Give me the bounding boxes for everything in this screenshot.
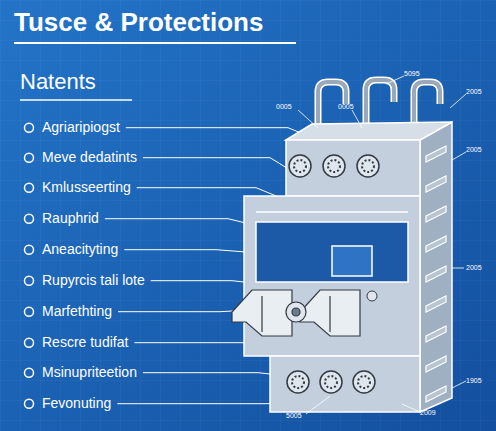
list-item: Msinupriteetion bbox=[42, 365, 137, 380]
terminal bbox=[357, 155, 379, 177]
callout-number: 1905 bbox=[466, 377, 482, 385]
list-item: Agriaripiogst bbox=[42, 120, 120, 135]
list-item: Kmlusseerting bbox=[42, 180, 131, 195]
bullet bbox=[25, 338, 34, 347]
leader-line bbox=[124, 250, 246, 252]
callout-number: 5095 bbox=[404, 70, 420, 78]
list-item: Meve dedatints bbox=[42, 150, 137, 165]
list-item: Rescre tudifat bbox=[42, 335, 128, 350]
side-slot bbox=[426, 236, 446, 252]
title: Tusce & Protections bbox=[14, 8, 263, 37]
bullet bbox=[25, 123, 34, 132]
bullet bbox=[25, 368, 34, 377]
side-slot bbox=[426, 176, 446, 192]
leader-line bbox=[105, 219, 258, 226]
terminal bbox=[323, 155, 345, 177]
side-slot bbox=[426, 146, 446, 162]
bullet bbox=[25, 307, 34, 316]
terminal-screw bbox=[292, 376, 304, 388]
heading-underline bbox=[20, 99, 132, 101]
bullet bbox=[25, 399, 34, 408]
callout-number: 5005 bbox=[286, 412, 302, 420]
terminal-screw bbox=[358, 376, 370, 388]
side-slots bbox=[426, 146, 446, 402]
terminal-screw bbox=[325, 376, 337, 388]
breaker-body bbox=[244, 122, 452, 412]
list-item: Rupyrcis tali lote bbox=[42, 273, 145, 288]
side-slot bbox=[426, 356, 446, 372]
list-item: Fevonuting bbox=[42, 396, 111, 411]
levers bbox=[232, 290, 360, 336]
screw bbox=[367, 291, 377, 301]
bullet bbox=[25, 276, 34, 285]
side-slot bbox=[426, 296, 446, 312]
side-slot bbox=[426, 326, 446, 342]
side-slot bbox=[426, 206, 446, 222]
callout-number: 2005 bbox=[466, 146, 482, 154]
list-item: Marfethting bbox=[42, 304, 112, 319]
terminal-screw bbox=[362, 160, 374, 172]
terminals bbox=[287, 155, 379, 393]
terminal bbox=[320, 371, 342, 393]
terminal bbox=[287, 371, 309, 393]
side-slot bbox=[426, 266, 446, 282]
callout-number: 2005 bbox=[466, 264, 482, 272]
callout-number: 2009 bbox=[420, 409, 436, 417]
list-heading: Natents bbox=[20, 70, 96, 94]
leader-line bbox=[143, 373, 288, 376]
bullet bbox=[25, 245, 34, 254]
callout-number: 2005 bbox=[466, 88, 482, 96]
terminal-screw bbox=[328, 160, 340, 172]
callout-number: 0005 bbox=[338, 103, 354, 111]
side-slot bbox=[426, 386, 446, 402]
leader-line bbox=[143, 158, 300, 176]
title-underline bbox=[14, 42, 296, 44]
leader-line bbox=[118, 310, 250, 312]
callout-leaders bbox=[298, 76, 466, 414]
callout-number: 0005 bbox=[276, 103, 292, 111]
bullet bbox=[25, 183, 34, 192]
bullets bbox=[25, 123, 34, 408]
terminal bbox=[289, 155, 311, 177]
list-item: Rauphrid bbox=[42, 211, 99, 226]
bullet bbox=[25, 214, 34, 223]
bullet bbox=[25, 153, 34, 162]
terminal-screw bbox=[294, 160, 306, 172]
list-item: Aneacityting bbox=[42, 242, 118, 257]
terminal bbox=[353, 371, 375, 393]
